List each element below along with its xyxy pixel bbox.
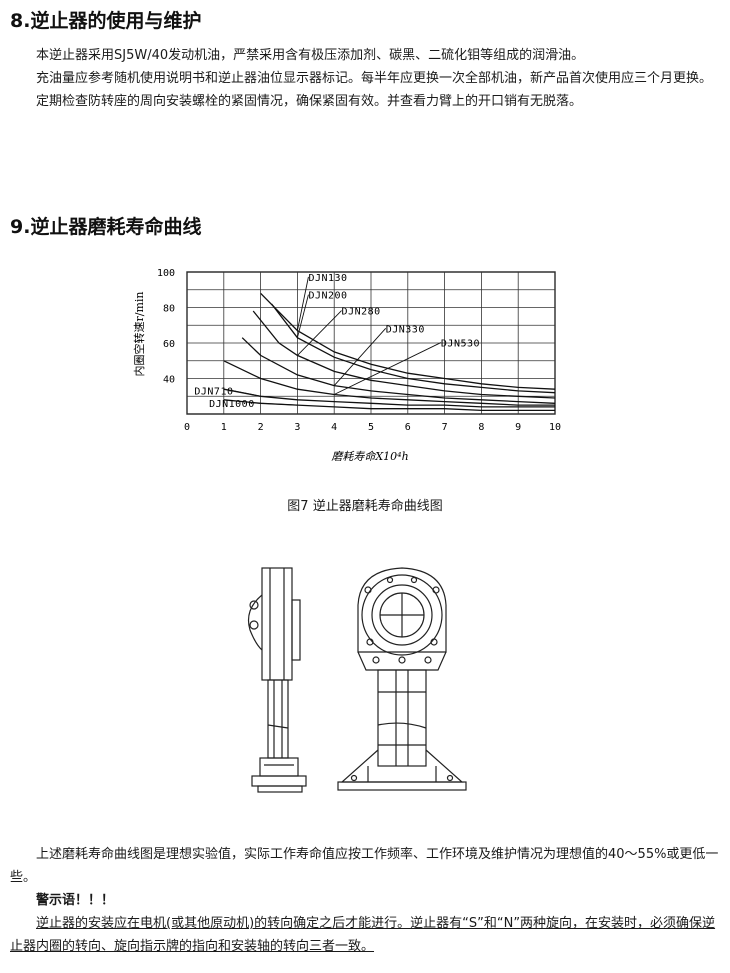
section8-paragraph: 充油量应参考随机使用说明书和逆止器油位显示器标记。每半年应更换一次全部机油，新产… xyxy=(36,71,713,86)
series-line-djn200 xyxy=(271,303,556,394)
series-label-djn200: DJN200 xyxy=(308,291,347,302)
series-line-djn280 xyxy=(252,310,556,399)
y-tick-label: 60 xyxy=(163,339,175,350)
y-tick-label: 100 xyxy=(157,268,175,279)
series-label-djn130: DJN130 xyxy=(308,273,347,284)
x-tick-label: 3 xyxy=(294,422,300,433)
x-tick-label: 10 xyxy=(549,422,561,433)
series-label-djn710: DJN710 xyxy=(194,386,233,397)
front-view xyxy=(337,567,467,791)
section8-body: 本逆止器采用SJ5W/40发动机油，严禁采用含有极压添加剂、碳黑、二硫化钼等组成… xyxy=(10,44,722,113)
bottom-paragraph: 上述磨耗寿命曲线图是理想实验值，实际工作寿命值应按工作频率、工作环境及维护情况为… xyxy=(10,847,719,885)
x-tick-label: 7 xyxy=(442,422,448,433)
series-leader-line xyxy=(231,390,261,397)
x-axis-label: 磨耗寿命X10⁴h xyxy=(331,450,408,463)
series-label-djn530: DJN530 xyxy=(441,339,480,350)
y-tick-label: 40 xyxy=(163,375,175,386)
warning-title: 警示语！！！ xyxy=(36,893,115,908)
section8-heading: 8.逆止器的使用与维护 xyxy=(10,10,202,32)
series-leader-line xyxy=(296,294,309,338)
x-tick-label: 5 xyxy=(368,422,374,433)
series-line-djn130 xyxy=(260,292,556,390)
x-tick-label: 1 xyxy=(221,422,227,433)
backstop-drawing xyxy=(247,567,467,793)
y-tick-label: 80 xyxy=(163,304,175,315)
x-tick-label: 8 xyxy=(478,422,484,433)
series-leader-line xyxy=(296,276,309,331)
x-tick-label: 0 xyxy=(184,422,190,433)
series-label-djn280: DJN280 xyxy=(342,307,381,318)
warning-text: 逆止器的安装应在电机(或其他原动机)的转向确定之后才能进行。逆止器有“S”和“N… xyxy=(10,916,716,954)
series-leader-line xyxy=(333,328,387,386)
series-line-djn530 xyxy=(223,360,555,406)
series-line-djn330 xyxy=(241,337,556,404)
x-tick-label: 4 xyxy=(331,422,337,433)
bottom-section: 上述磨耗寿命曲线图是理想实验值，实际工作寿命值应按工作频率、工作环境及维护情况为… xyxy=(10,843,722,958)
section9-heading: 9.逆止器磨耗寿命曲线 xyxy=(10,216,202,238)
series-leader-line xyxy=(297,310,342,356)
section8-paragraph: 本逆止器采用SJ5W/40发动机油，严禁采用含有极压添加剂、碳黑、二硫化钼等组成… xyxy=(36,48,585,63)
y-axis-label: 内圈空转速r/min xyxy=(132,292,146,377)
wear-life-chart: 0 1 2 3 4 5 6 7 8 9 10 40 60 80 100 DJN130DJN200DJN280… xyxy=(132,268,561,463)
x-tick-label: 2 xyxy=(258,422,264,433)
x-tick-label: 9 xyxy=(515,422,521,433)
figure-caption: 图7 逆止器磨耗寿命曲线图 xyxy=(287,499,443,514)
series-leader-line xyxy=(334,342,442,395)
series-leader-line xyxy=(252,402,298,406)
x-tick-label: 6 xyxy=(405,422,411,433)
side-view xyxy=(247,567,307,793)
series-label-djn1000: DJN1000 xyxy=(209,399,255,410)
series-label-djn330: DJN330 xyxy=(386,324,425,335)
section8-paragraph: 定期检查防转座的周向安装螺栓的紧固情况，确保紧固有效。并查看力臂上的开口销有无脱… xyxy=(36,94,583,109)
series-line-djn710 xyxy=(223,388,555,408)
